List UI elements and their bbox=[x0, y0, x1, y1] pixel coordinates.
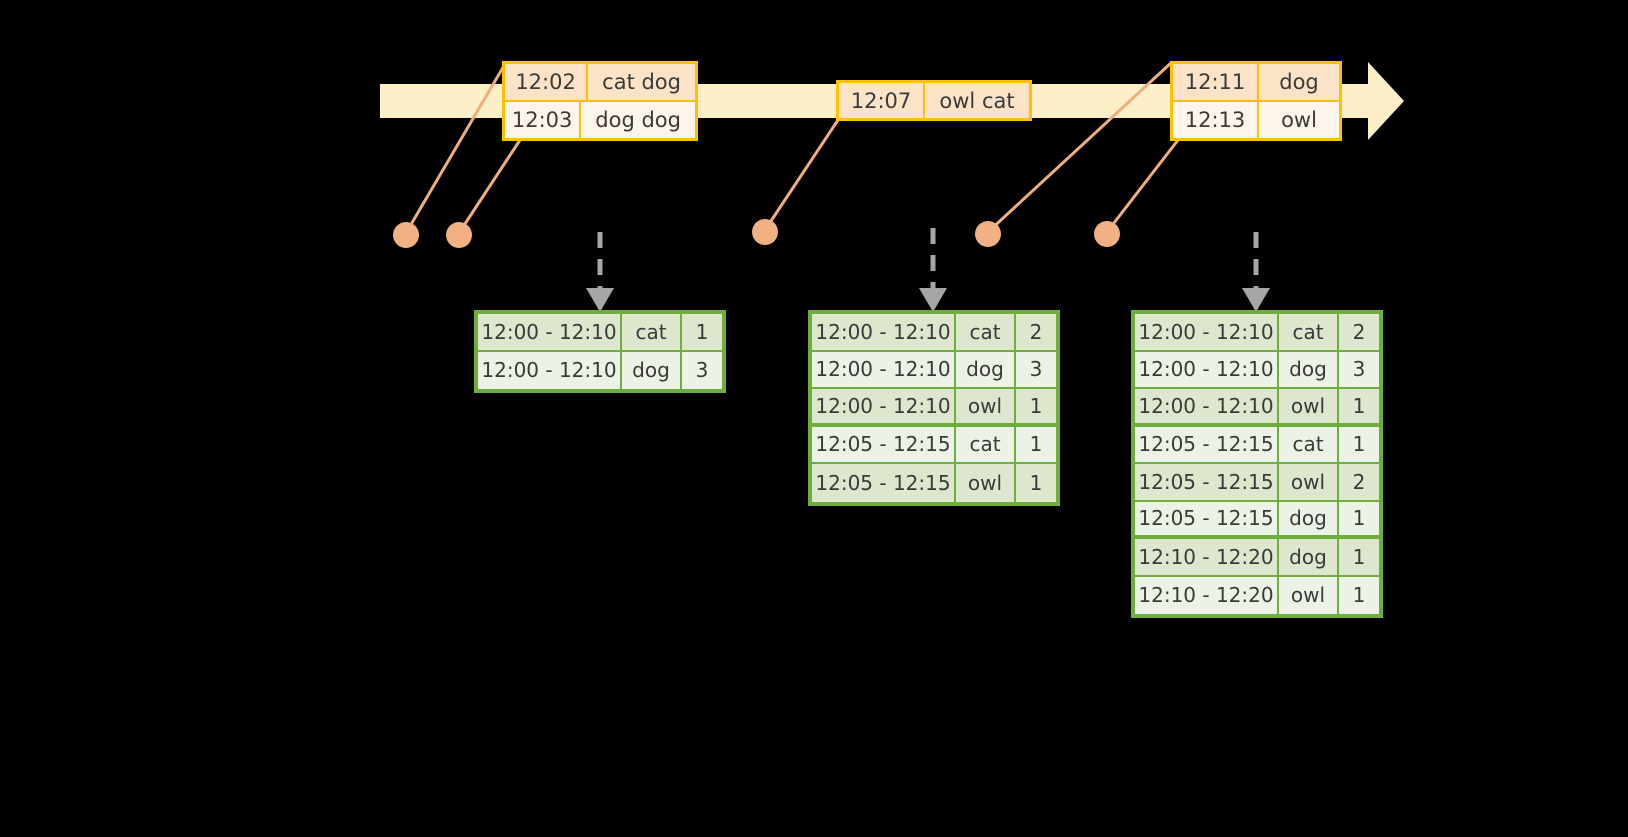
window-cell: 12:00 - 12:10 bbox=[812, 351, 956, 389]
record-dot-1 bbox=[393, 222, 419, 248]
event-time: 12:02 bbox=[505, 64, 589, 100]
word-cell: owl bbox=[1279, 389, 1339, 427]
event-row[interactable]: 12:13 owl bbox=[1173, 100, 1339, 138]
window-cell: 12:00 - 12:10 bbox=[1135, 389, 1279, 427]
window-cell: 12:00 - 12:10 bbox=[1135, 351, 1279, 389]
count-cell: 3 bbox=[1016, 351, 1056, 389]
connector-line-2 bbox=[457, 139, 522, 234]
window-cell: 12:05 - 12:15 bbox=[1135, 426, 1279, 464]
window-cell: 12:05 - 12:15 bbox=[1135, 464, 1279, 502]
record-dot-2 bbox=[446, 222, 472, 248]
word-cell: dog bbox=[1279, 539, 1339, 577]
timeline-arrowhead bbox=[1368, 62, 1404, 140]
word-cell: cat bbox=[622, 314, 682, 352]
event-words: dog dog bbox=[581, 102, 695, 138]
window-cell: 12:00 - 12:10 bbox=[478, 351, 622, 389]
event-group-1[interactable]: 12:02 cat dog 12:03 dog dog bbox=[502, 61, 698, 141]
event-time: 12:07 bbox=[839, 83, 925, 118]
connector-line-3 bbox=[763, 119, 840, 231]
record-dot-4 bbox=[975, 221, 1001, 247]
count-cell: 3 bbox=[1339, 351, 1379, 389]
count-cell: 1 bbox=[1339, 426, 1379, 464]
word-cell: dog bbox=[1279, 501, 1339, 539]
word-cell: cat bbox=[1279, 314, 1339, 352]
count-cell: 1 bbox=[1339, 389, 1379, 427]
window-cell: 12:10 - 12:20 bbox=[1135, 576, 1279, 614]
word-cell: dog bbox=[1279, 351, 1339, 389]
event-time: 12:11 bbox=[1173, 64, 1259, 100]
event-time: 12:03 bbox=[505, 102, 582, 138]
record-dot-3 bbox=[752, 219, 778, 245]
count-cell: 1 bbox=[1339, 576, 1379, 614]
word-cell: cat bbox=[956, 314, 1016, 352]
word-cell: owl bbox=[1279, 576, 1339, 614]
count-cell: 1 bbox=[682, 314, 722, 352]
word-cell: owl bbox=[956, 389, 1016, 427]
event-group-3[interactable]: 12:11 dog 12:13 owl bbox=[1170, 61, 1342, 141]
dashed-arrow-head-1 bbox=[586, 288, 614, 312]
word-cell: cat bbox=[956, 426, 1016, 464]
record-dot-5 bbox=[1094, 221, 1120, 247]
window-cell: 12:05 - 12:15 bbox=[812, 426, 956, 464]
window-cell: 12:00 - 12:10 bbox=[812, 389, 956, 427]
count-cell: 2 bbox=[1339, 464, 1379, 502]
record-dots bbox=[393, 219, 1120, 248]
window-cell: 12:05 - 12:15 bbox=[1135, 501, 1279, 539]
count-cell: 2 bbox=[1339, 314, 1379, 352]
event-group-2[interactable]: 12:07 owl cat bbox=[836, 80, 1032, 121]
dashed-arrow-head-2 bbox=[919, 288, 947, 312]
window-cell: 12:00 - 12:10 bbox=[1135, 314, 1279, 352]
window-cell: 12:00 - 12:10 bbox=[812, 314, 956, 352]
window-cell: 12:00 - 12:10 bbox=[478, 314, 622, 352]
event-time: 12:13 bbox=[1173, 102, 1259, 138]
event-words: dog bbox=[1259, 64, 1339, 100]
event-words: owl cat bbox=[925, 83, 1029, 118]
event-row[interactable]: 12:03 dog dog bbox=[505, 100, 695, 138]
window-cell: 12:10 - 12:20 bbox=[1135, 539, 1279, 577]
word-cell: cat bbox=[1279, 426, 1339, 464]
word-cell: owl bbox=[956, 464, 1016, 502]
count-cell: 3 bbox=[682, 351, 722, 389]
event-row[interactable]: 12:07 owl cat bbox=[839, 83, 1029, 118]
count-cell: 1 bbox=[1016, 389, 1056, 427]
word-cell: dog bbox=[622, 351, 682, 389]
dashed-arrows bbox=[597, 228, 1259, 288]
count-cell: 2 bbox=[1016, 314, 1056, 352]
count-cell: 1 bbox=[1016, 464, 1056, 502]
connector-line-1 bbox=[404, 63, 507, 234]
dashed-arrow-heads bbox=[586, 288, 1270, 312]
word-cell: owl bbox=[1279, 464, 1339, 502]
count-cell: 1 bbox=[1339, 501, 1379, 539]
count-cell: 1 bbox=[1339, 539, 1379, 577]
event-row[interactable]: 12:02 cat dog bbox=[505, 64, 695, 100]
window-cell: 12:05 - 12:15 bbox=[812, 464, 956, 502]
dashed-arrow-head-3 bbox=[1242, 288, 1270, 312]
event-words: owl bbox=[1259, 102, 1339, 138]
count-cell: 1 bbox=[1016, 426, 1056, 464]
connector-line-5 bbox=[1105, 139, 1180, 233]
event-words: cat dog bbox=[588, 64, 695, 100]
event-row[interactable]: 12:11 dog bbox=[1173, 64, 1339, 100]
word-cell: dog bbox=[956, 351, 1016, 389]
